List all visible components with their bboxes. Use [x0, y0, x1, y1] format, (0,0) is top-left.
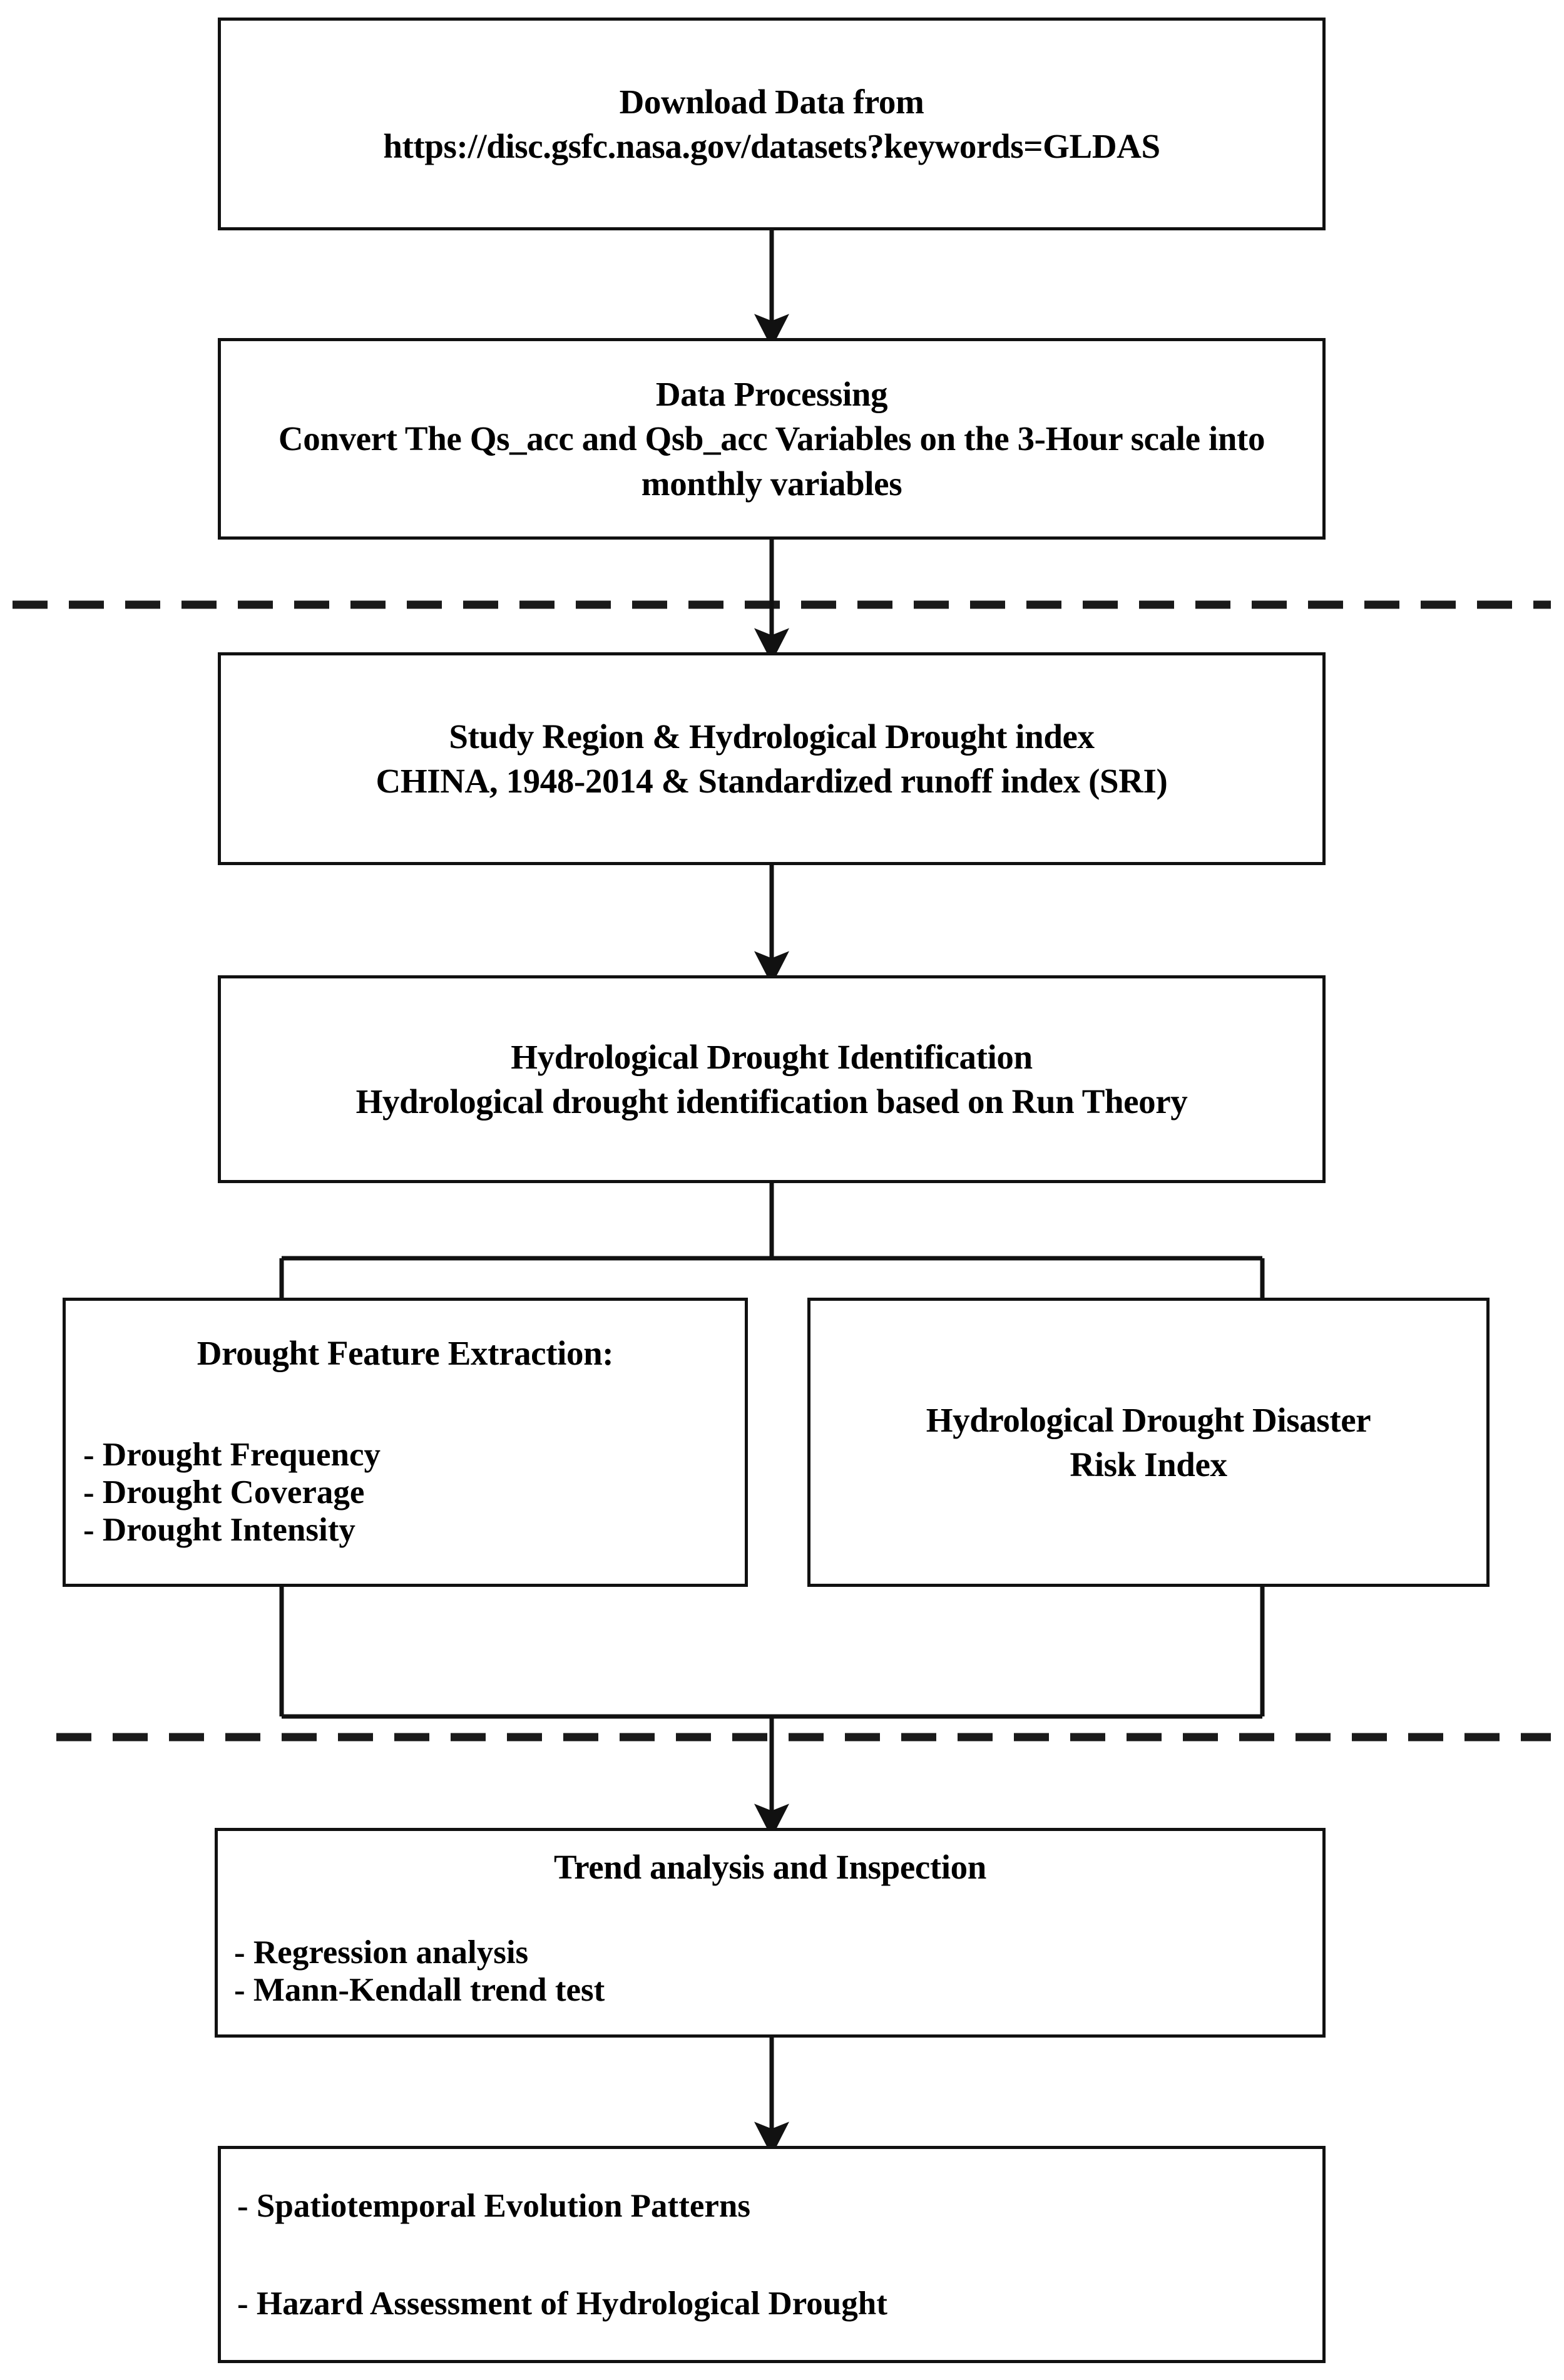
spacer-between-outcomes — [237, 2225, 1322, 2285]
node-drought-feature-extraction-title: Drought Feature Extraction: — [197, 1334, 614, 1372]
node-study-region-description: CHINA, 1948-2014 & Standardized runoff i… — [376, 762, 1168, 800]
list-item: - Drought Frequency — [83, 1436, 381, 1473]
node-drought-risk-index-content: Hydrological Drought Disaster Risk Index — [810, 1398, 1486, 1487]
node-study-region-title: Study Region & Hydrological Drought inde… — [449, 717, 1095, 756]
node-study-region[interactable]: Study Region & Hydrological Drought inde… — [218, 652, 1326, 865]
node-data-processing-title: Data Processing — [655, 374, 888, 413]
node-drought-identification-description: Hydrological drought identification base… — [355, 1082, 1188, 1121]
spacer-top — [218, 1831, 1322, 1845]
node-drought-risk-index-line2: Risk Index — [1070, 1445, 1227, 1484]
node-download-data[interactable]: Download Data from https://disc.gsfc.nas… — [218, 18, 1326, 230]
spacer-top — [66, 1301, 745, 1331]
node-download-data-title: Download Data from — [619, 82, 924, 121]
list-item: - Drought Coverage — [83, 1474, 365, 1511]
list-item: - Drought Intensity — [83, 1511, 355, 1548]
node-data-processing[interactable]: Data Processing Convert The Qs_acc and Q… — [218, 338, 1326, 540]
node-drought-risk-index[interactable]: Hydrological Drought Disaster Risk Index — [807, 1298, 1490, 1587]
node-trend-analysis[interactable]: Trend analysis and Inspection - Regressi… — [215, 1828, 1326, 2038]
node-drought-identification[interactable]: Hydrological Drought Identification Hydr… — [218, 975, 1326, 1183]
node-outcomes[interactable]: - Spatiotemporal Evolution Patterns - Ha… — [218, 2146, 1326, 2363]
node-data-processing-content: Data Processing Convert The Qs_acc and Q… — [221, 372, 1322, 506]
list-item: - Spatiotemporal Evolution Patterns — [237, 2187, 750, 2224]
trend-analysis-list: - Regression analysis - Mann-Kendall tre… — [218, 1934, 1322, 2009]
node-download-data-url: https://disc.gsfc.nasa.gov/datasets?keyw… — [383, 127, 1160, 165]
node-drought-risk-index-line1: Hydrological Drought Disaster — [926, 1400, 1371, 1439]
outcomes-list: - Spatiotemporal Evolution Patterns - Ha… — [221, 2187, 1322, 2322]
node-trend-analysis-title: Trend analysis and Inspection — [554, 1848, 986, 1886]
drought-feature-list: - Drought Frequency - Drought Coverage -… — [66, 1436, 745, 1549]
node-study-region-content: Study Region & Hydrological Drought inde… — [221, 714, 1322, 804]
node-drought-identification-content: Hydrological Drought Identification Hydr… — [221, 1035, 1322, 1124]
spacer-mid — [66, 1376, 745, 1436]
node-download-data-content: Download Data from https://disc.gsfc.nas… — [221, 80, 1322, 169]
list-item: - Regression analysis — [234, 1934, 529, 1971]
list-item: - Hazard Assessment of Hydrological Drou… — [237, 2285, 887, 2322]
node-drought-feature-extraction[interactable]: Drought Feature Extraction: - Drought Fr… — [63, 1298, 748, 1587]
node-data-processing-description: Convert The Qs_acc and Qsb_acc Variables… — [278, 419, 1265, 503]
edge-branches-merge — [279, 1587, 1265, 1719]
spacer-mid — [218, 1890, 1322, 1934]
list-item: - Mann-Kendall trend test — [234, 1971, 605, 2008]
edge-identification-fork — [279, 1183, 1265, 1298]
node-drought-identification-title: Hydrological Drought Identification — [511, 1037, 1033, 1076]
